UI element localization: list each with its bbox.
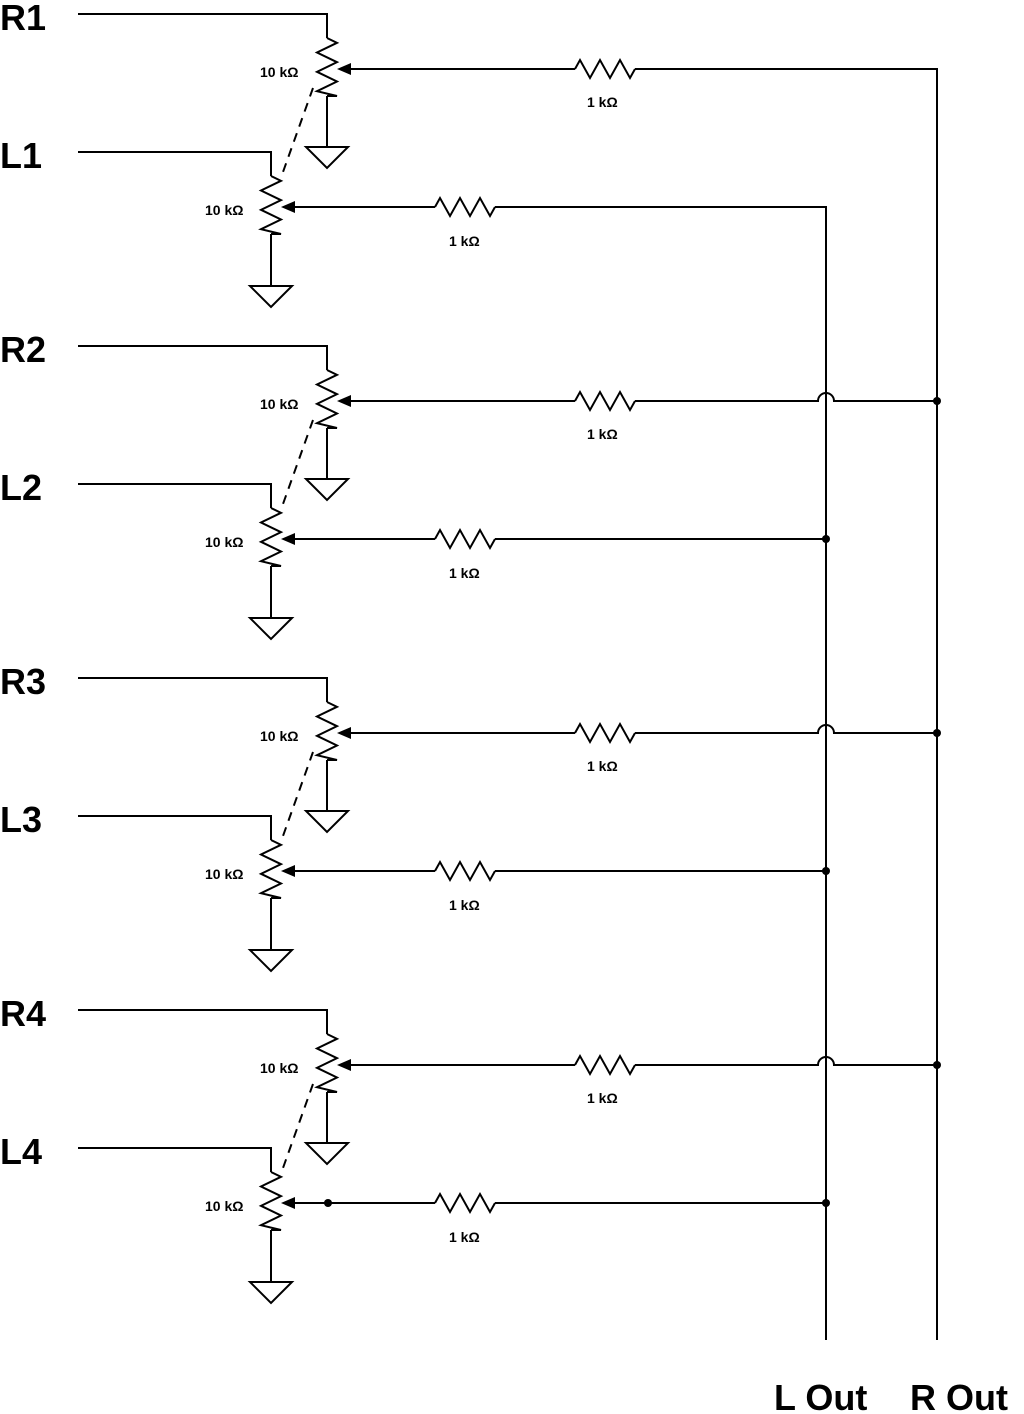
r-bus-wire-with-hop (635, 392, 937, 402)
l-pot-value: 10 kΩ (205, 202, 243, 218)
r-mix-resistor (574, 57, 636, 81)
l-resistor-value: 1 kΩ (449, 233, 480, 249)
l-mix-resistor (434, 859, 496, 883)
junction-dot (822, 1199, 830, 1207)
ground-icon (303, 146, 351, 170)
r-resistor-value: 1 kΩ (587, 94, 618, 110)
wiper-arrow-icon (281, 865, 295, 877)
r-resistor-value: 1 kΩ (587, 1090, 618, 1106)
r-potentiometer (314, 1033, 340, 1093)
r-input-label: R1 (0, 0, 46, 38)
l-pot-value: 10 kΩ (205, 534, 243, 550)
junction-dot (822, 867, 830, 875)
r-pot-value: 10 kΩ (260, 64, 298, 80)
l-mix-resistor (434, 1191, 496, 1215)
l-out-label: L Out (774, 1377, 867, 1414)
l-input-wire (78, 815, 272, 840)
r-input-label: R4 (0, 993, 46, 1034)
l-input-wire (78, 1147, 272, 1172)
junction-dot (933, 1061, 941, 1069)
r-input-wire (78, 1009, 328, 1034)
r-resistor-value: 1 kΩ (587, 426, 618, 442)
r-mix-resistor (574, 721, 636, 745)
r-input-wire (78, 677, 328, 702)
gang-link-dashed (282, 1083, 314, 1169)
r-mix-resistor (574, 389, 636, 413)
r-mix-resistor (574, 1053, 636, 1077)
r-out-bus (635, 68, 938, 1340)
r-potentiometer (314, 369, 340, 429)
l-input-label: L4 (0, 1131, 42, 1172)
gang-link-dashed (282, 751, 314, 837)
gang-link-dashed (282, 419, 314, 505)
r-input-label: R3 (0, 661, 46, 702)
l-mix-resistor (434, 527, 496, 551)
ground-icon (247, 285, 295, 309)
l-input-wire (78, 483, 272, 508)
ground-icon (247, 1281, 295, 1305)
ground-icon (303, 810, 351, 834)
r-input-wire (78, 13, 328, 38)
r-resistor-value: 1 kΩ (587, 758, 618, 774)
l-potentiometer (258, 839, 284, 899)
r-pot-value: 10 kΩ (260, 396, 298, 412)
r-input-wire (78, 345, 328, 370)
r-pot-value: 10 kΩ (260, 1060, 298, 1076)
ground-icon (247, 949, 295, 973)
l-potentiometer (258, 507, 284, 567)
wiper-arrow-icon (281, 201, 295, 213)
wiper-arrow-icon (337, 395, 351, 407)
junction-dot (324, 1199, 332, 1207)
ground-icon (303, 1142, 351, 1166)
r-bus-wire-with-hop (635, 724, 937, 734)
r-out-label: R Out (910, 1377, 1008, 1414)
wiper-arrow-icon (337, 727, 351, 739)
l-input-wire (78, 151, 272, 176)
l-pot-value: 10 kΩ (205, 866, 243, 882)
r-potentiometer (314, 37, 340, 97)
r-bus-wire-with-hop (635, 1056, 937, 1066)
l-input-label: L1 (0, 135, 42, 176)
r-input-label: R2 (0, 329, 46, 370)
ground-icon (247, 617, 295, 641)
l-resistor-value: 1 kΩ (449, 1229, 480, 1245)
ground-icon (303, 478, 351, 502)
r-pot-value: 10 kΩ (260, 728, 298, 744)
l-input-label: L2 (0, 467, 42, 508)
l-resistor-value: 1 kΩ (449, 565, 480, 581)
wiper-arrow-icon (337, 1059, 351, 1071)
r-potentiometer (314, 701, 340, 761)
l-resistor-value: 1 kΩ (449, 897, 480, 913)
wiper-arrow-icon (281, 533, 295, 545)
junction-dot (933, 729, 941, 737)
l-input-label: L3 (0, 799, 42, 840)
junction-dot (933, 397, 941, 405)
wiper-arrow-icon (281, 1197, 295, 1209)
gang-link-dashed (282, 87, 314, 173)
l-pot-value: 10 kΩ (205, 1198, 243, 1214)
l-potentiometer (258, 175, 284, 235)
l-out-bus (495, 206, 827, 1340)
l-mix-resistor (434, 195, 496, 219)
junction-dot (822, 535, 830, 543)
l-potentiometer (258, 1171, 284, 1231)
wiper-arrow-icon (337, 63, 351, 75)
